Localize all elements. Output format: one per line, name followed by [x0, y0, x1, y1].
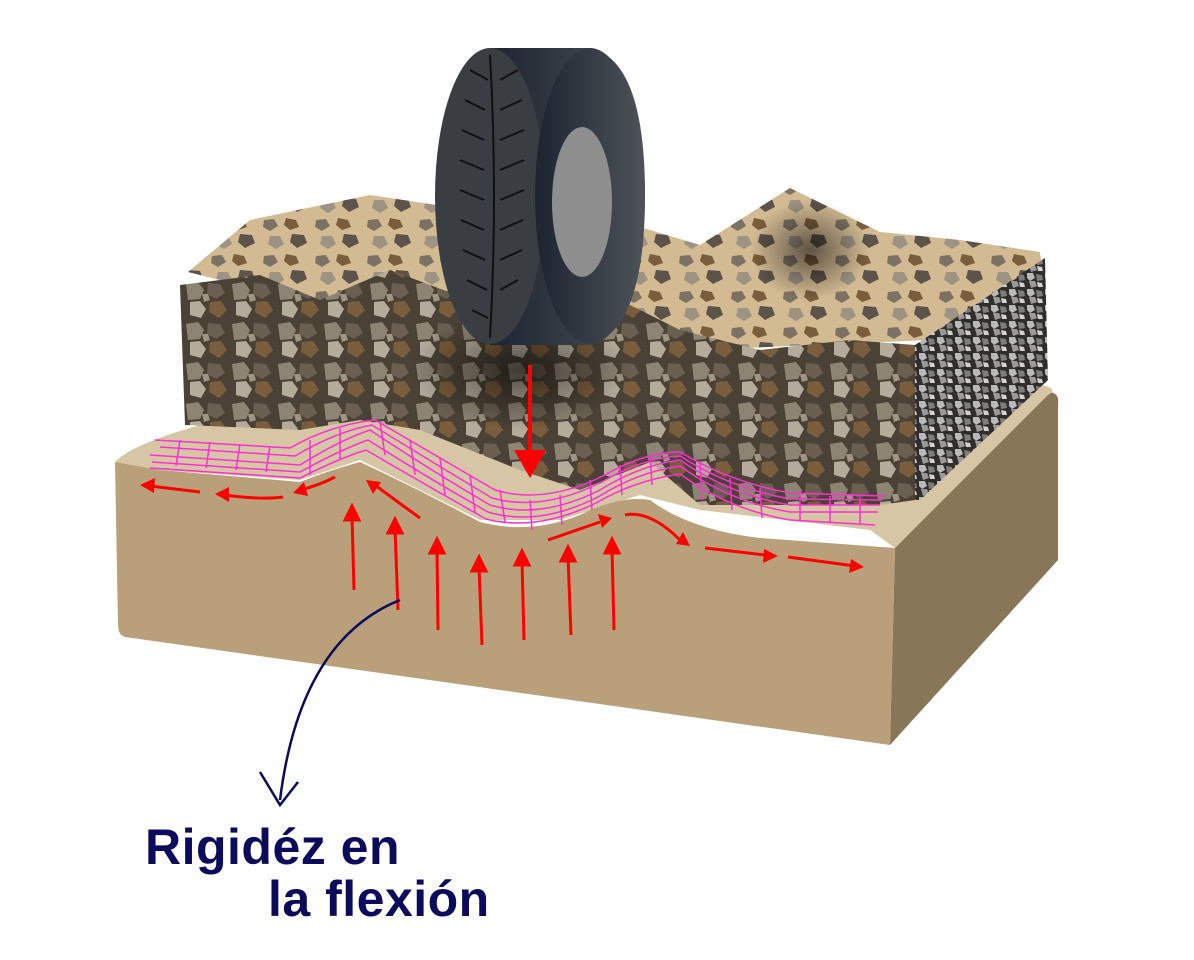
caption-line-1: Rigidéz en — [145, 819, 401, 875]
reaction-arrows — [342, 502, 622, 646]
caption-line-2: la flexión — [268, 871, 490, 927]
distribution-arrows — [149, 475, 856, 568]
load-arrow — [514, 365, 546, 478]
pointer-arrow — [258, 598, 401, 808]
gravel-side — [915, 258, 1048, 500]
soil-right-face — [890, 392, 1059, 745]
tire — [435, 48, 645, 345]
flexion-grid — [149, 419, 886, 531]
soil-front-face — [115, 462, 895, 745]
